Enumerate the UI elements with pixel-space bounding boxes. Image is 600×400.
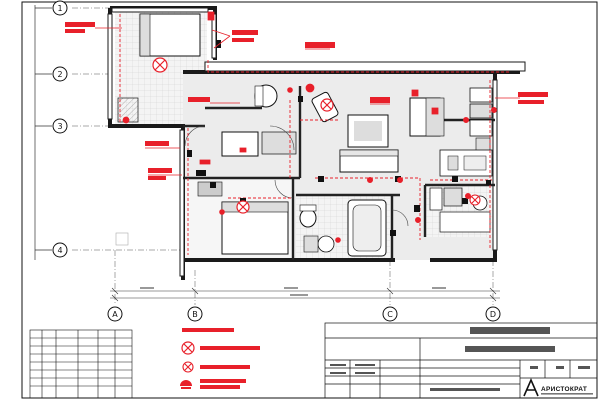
column-axis-a: A (107, 306, 123, 322)
bathroom-2-fixtures (299, 199, 387, 257)
row-axis-3-label: 3 (57, 122, 62, 131)
title-block (324, 322, 598, 399)
logo-a-mark-icon (523, 378, 539, 397)
ceiling-lamp-icon (320, 98, 334, 112)
column-axis-d: D (485, 306, 501, 322)
column-axis-markers: A B C D (107, 306, 501, 322)
grid-axes (72, 7, 494, 305)
company-logo: АРИСТОКРАТ (523, 378, 593, 397)
kitchen-units (429, 149, 493, 233)
ceiling-lamp-icon (152, 57, 168, 73)
column-axis-b: B (187, 306, 203, 322)
ceiling-lamp-icon (469, 194, 481, 206)
floor-plan: Настольная лампа (65, 6, 548, 280)
bed-lower (197, 181, 289, 255)
note-marker (115, 232, 129, 246)
row-axis-markers: 1 2 3 4 (34, 0, 68, 260)
room-label-desk-lamp: Настольная лампа (232, 224, 276, 230)
column-axis-d-label: D (490, 310, 496, 319)
callout-labels (65, 22, 548, 180)
lamp-x-icon (182, 361, 194, 373)
sheet-frame (21, 1, 598, 399)
wiring-routes (119, 14, 510, 255)
legend (180, 328, 260, 389)
dimension-chain (110, 287, 500, 302)
fixture-symbols (122, 11, 497, 243)
column-axis-c-label: C (387, 310, 393, 319)
column-axis-a-label: A (112, 310, 118, 319)
outlet-icon (180, 380, 192, 389)
row-axis-4: 4 (52, 242, 68, 258)
column-axis-c: C (382, 306, 398, 322)
row-axis-4-label: 4 (57, 246, 62, 255)
row-axis-1-label: 1 (57, 4, 62, 13)
row-axis-3: 3 (52, 118, 68, 134)
column-axis-b-label: B (192, 310, 198, 319)
window-strips (107, 7, 526, 277)
lamp-x-icon (181, 341, 195, 355)
bed-top (139, 13, 201, 57)
row-axis-1: 1 (52, 0, 68, 16)
revision-table (29, 329, 133, 399)
row-axis-2-label: 2 (57, 70, 62, 79)
ceiling-lamp-icon (236, 200, 250, 214)
company-name: АРИСТОКРАТ (541, 386, 587, 393)
row-axis-2: 2 (52, 66, 68, 82)
